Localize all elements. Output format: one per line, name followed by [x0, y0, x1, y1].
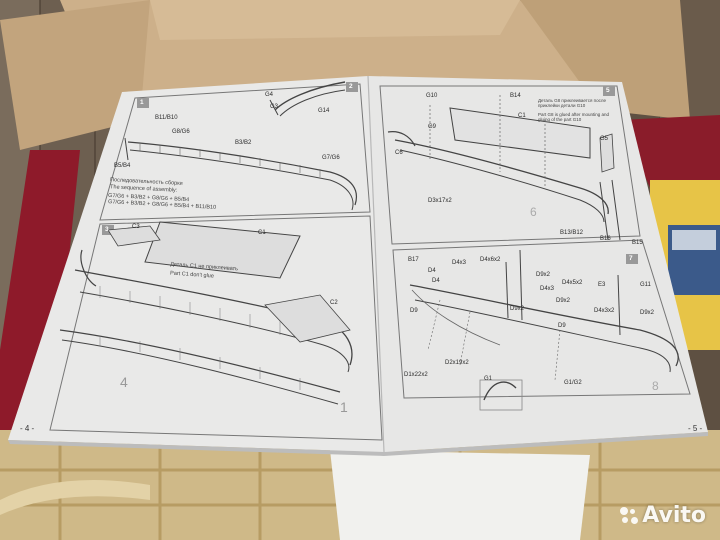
- part-label-b16: B16: [600, 236, 611, 242]
- right-page-number: - 5 -: [688, 424, 703, 433]
- step-number-1-large: 1: [340, 399, 348, 415]
- part-label-d4x5x2: D4x5x2: [562, 280, 583, 286]
- part-label-d4x6x2: D4x6x2: [480, 257, 501, 263]
- part-label-c6: C6: [395, 150, 403, 156]
- part-label-d9-a: D9: [410, 308, 418, 314]
- step-number-1: 1: [140, 99, 144, 106]
- step-number-7: 7: [629, 255, 633, 262]
- part-label-d4x3-a: D4x3: [452, 260, 467, 266]
- part-label-d9x2-a: D9x2: [536, 272, 551, 278]
- part-label-g4: G4: [265, 92, 274, 98]
- part-label-b11-b10: B11/B10: [155, 115, 178, 121]
- part-label-g10: G10: [426, 93, 438, 99]
- sail-sheet: [330, 450, 590, 540]
- part-label-d1x22x2: D1x22x2: [404, 372, 428, 378]
- part-label-d4-b: D4: [432, 278, 440, 284]
- part-label-b13-b12: B13/B12: [560, 230, 584, 236]
- step-number-8: 8: [652, 379, 659, 393]
- avito-brand-text: Avito: [642, 503, 706, 528]
- cardboard-flap-right: [520, 0, 690, 120]
- part-label-b15: B15: [632, 240, 643, 246]
- step-number-2: 2: [349, 83, 353, 90]
- step-number-4: 4: [120, 374, 128, 390]
- part-label-d3x17x2: D3x17x2: [428, 198, 452, 204]
- cardboard-flap-left: [0, 0, 150, 150]
- part-label-d9-b: D9: [558, 323, 566, 329]
- note-g8-ru: Деталь G8 приклеивается после приклейки …: [538, 98, 606, 108]
- part-label-d4x3x2: D4x3x2: [594, 308, 615, 314]
- part-label-g8-g6: G8/G6: [172, 129, 190, 135]
- part-label-b14: B14: [510, 93, 521, 99]
- part-label-b3-b2: B3/B2: [235, 140, 252, 146]
- avito-logo-icon: [620, 506, 639, 525]
- part-label-c1-left: C1: [258, 230, 266, 236]
- step-number-6: 6: [530, 205, 537, 219]
- part-label-c1-right: C1: [518, 113, 526, 119]
- left-page-number: - 4 -: [20, 424, 35, 433]
- part-label-d2x19x2: D2x19x2: [445, 360, 469, 366]
- part-label-d9x2-c: D9x2: [556, 298, 571, 304]
- part-label-g14: G14: [318, 108, 330, 114]
- part-label-c2: C2: [330, 300, 338, 306]
- part-label-c3: C3: [132, 224, 140, 230]
- part-label-d4: D4: [428, 268, 436, 274]
- part-label-b17: B17: [408, 257, 419, 263]
- part-label-d9x2-d: D9x2: [640, 310, 655, 316]
- part-label-g1: G1: [484, 376, 493, 382]
- part-label-g1-g2: G1/G2: [564, 380, 582, 386]
- step-number-5: 5: [606, 87, 610, 94]
- avito-watermark: Avito: [620, 503, 706, 528]
- booklet: [8, 75, 708, 456]
- part-label-g3: G3: [270, 104, 279, 110]
- part-label-g11: G11: [640, 282, 651, 288]
- part-label-d9x2-b: D9x2: [510, 306, 525, 312]
- part-label-g9: G9: [428, 124, 437, 130]
- part-label-d4x3-b: D4x3: [540, 286, 555, 292]
- step-number-3: 3: [105, 226, 109, 233]
- part-label-g5: G5: [600, 136, 609, 142]
- note-g8-en: Part G8 is glued after mounting and glui…: [538, 112, 610, 122]
- part-label-e3: E3: [598, 282, 606, 288]
- part-label-b5-b4: B5/B4: [114, 163, 131, 169]
- part-label-g7-g6: G7/G6: [322, 155, 340, 161]
